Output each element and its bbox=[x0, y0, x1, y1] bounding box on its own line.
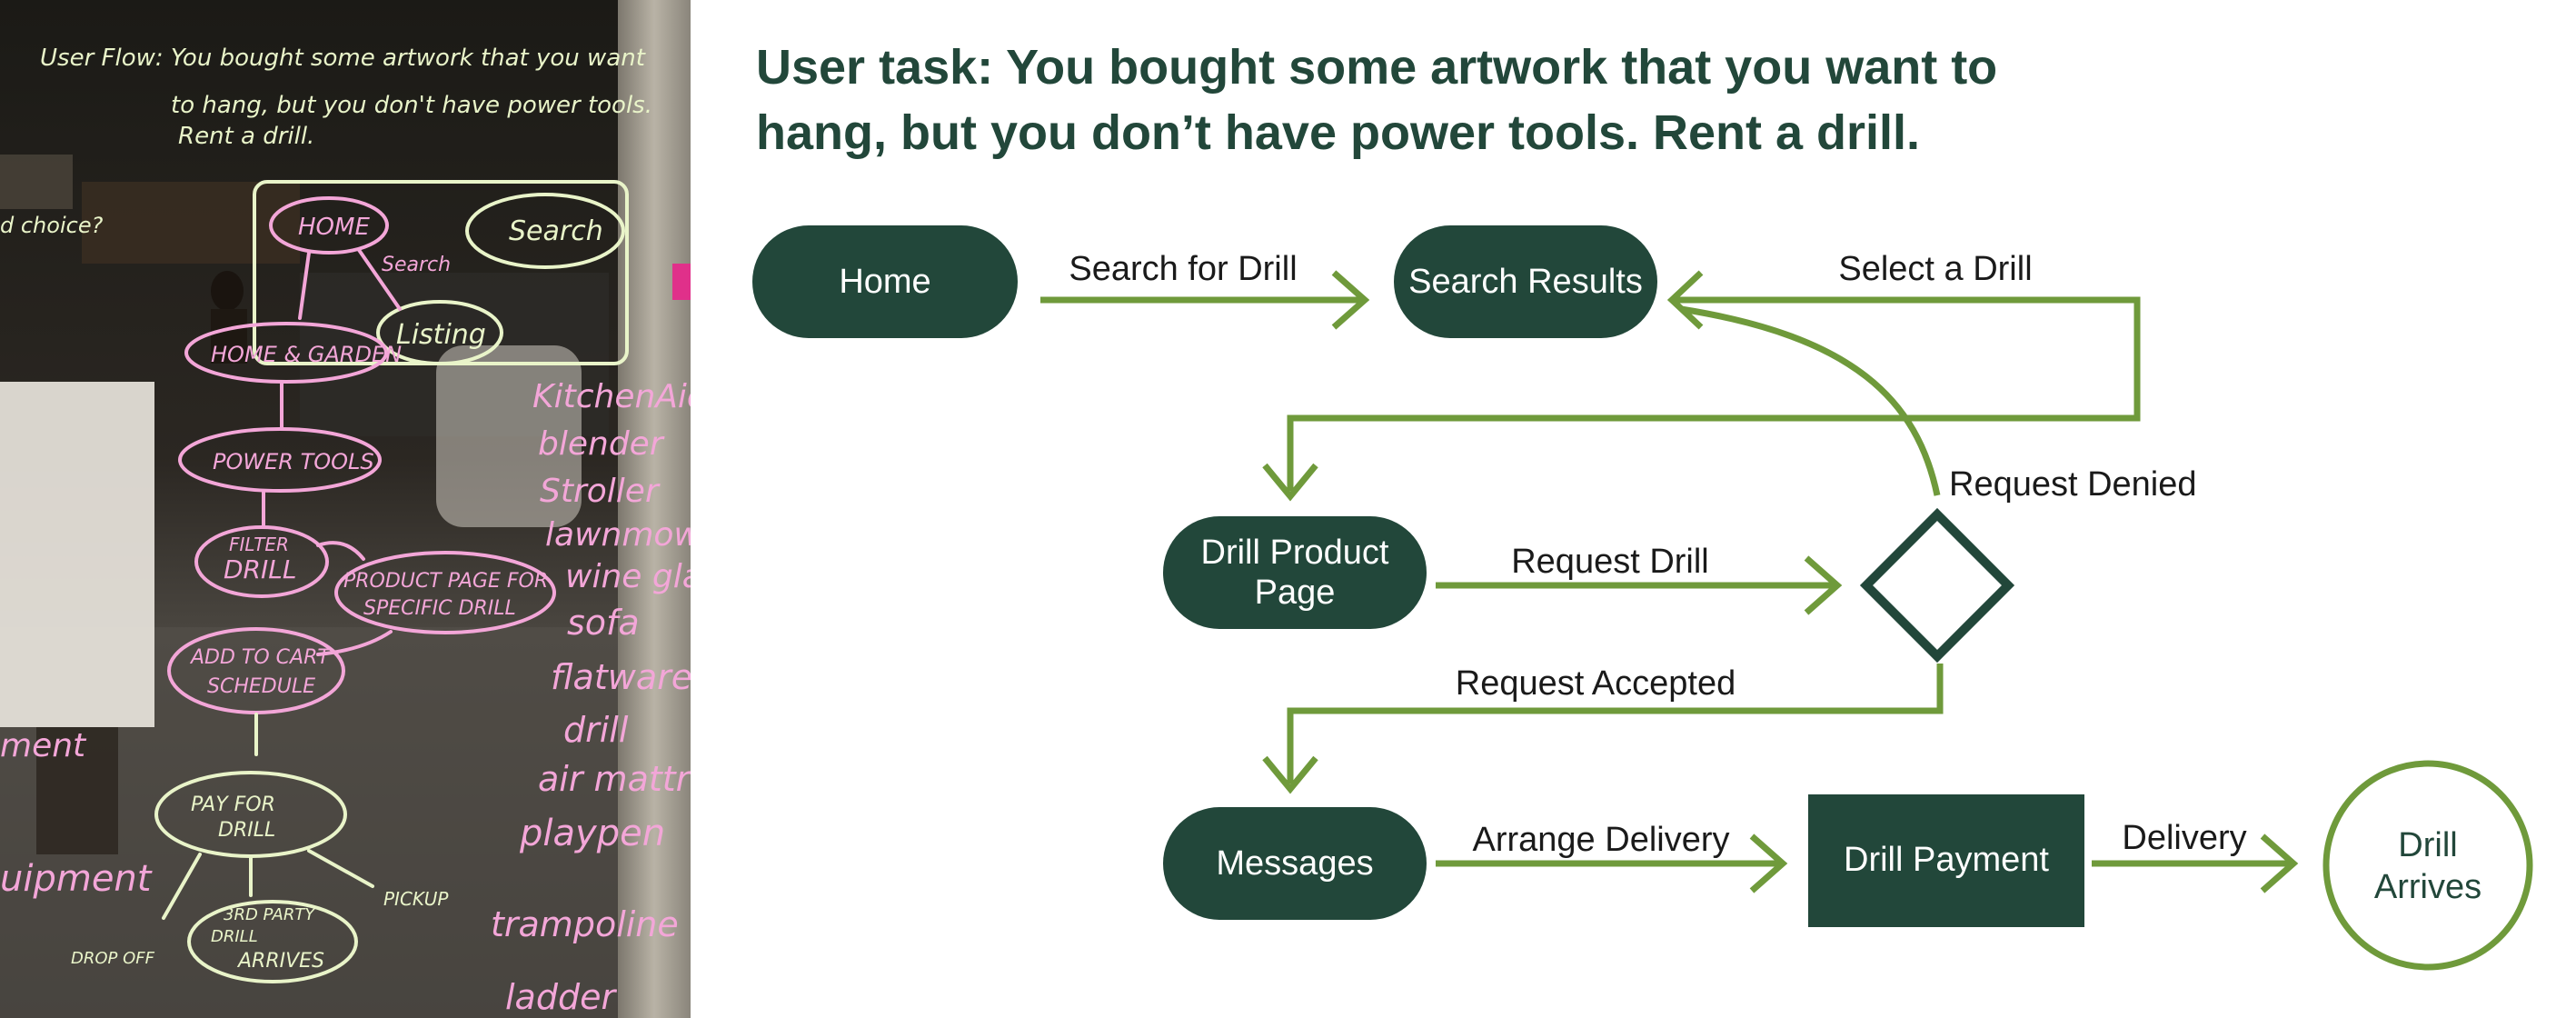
hand-power-tools: POWER TOOLS bbox=[213, 449, 374, 474]
hand-list-item: ladder bbox=[505, 977, 617, 1017]
hand-home: HOME bbox=[298, 214, 370, 241]
hand-third-1: 3RD PARTY bbox=[224, 905, 316, 924]
node-home-label: Home bbox=[839, 263, 930, 301]
arrowhead bbox=[1749, 833, 1788, 893]
hand-pay-2: DRILL bbox=[218, 819, 275, 842]
arrowhead bbox=[1331, 270, 1370, 330]
hand-list-item: sofa bbox=[567, 603, 640, 643]
hand-search-label: Search bbox=[382, 254, 451, 276]
edge-label-select-a-drill: Select a Drill bbox=[1838, 250, 2032, 288]
hand-list-item: wine glass bbox=[565, 558, 691, 595]
node-drill-arrives bbox=[2322, 760, 2533, 971]
node-home bbox=[752, 225, 1018, 338]
node-drill-payment-label: Drill Payment bbox=[1844, 841, 2049, 879]
hand-list-item: KitchenAid bbox=[532, 378, 691, 415]
node-search-results bbox=[1394, 225, 1657, 338]
node-drill-arrives-label-1: Drill bbox=[2398, 826, 2457, 864]
edge-label-request-accepted: Request Accepted bbox=[1456, 664, 1736, 703]
hand-pickup: PICKUP bbox=[383, 888, 449, 910]
node-decision-diamond bbox=[1859, 507, 2015, 664]
edge-label-delivery: Delivery bbox=[2122, 819, 2246, 857]
node-drill-payment bbox=[1808, 794, 2084, 927]
hand-add-cart-2: SCHEDULE bbox=[207, 675, 315, 698]
hand-search: Search bbox=[509, 215, 603, 247]
hand-list-item: trampoline bbox=[491, 904, 679, 944]
whiteboard-photo: User Flow: You bought some artwork that … bbox=[0, 0, 691, 1018]
hand-header-3: Rent a drill. bbox=[178, 123, 314, 150]
hand-left-fragment: d choice? bbox=[0, 213, 104, 238]
hand-home-garden: HOME & GARDEN bbox=[211, 342, 402, 367]
hand-product-page-2: SPECIFIC DRILL bbox=[363, 597, 516, 620]
page-title: User task: You bought some artwork that … bbox=[756, 35, 2482, 165]
node-drill-product-page bbox=[1163, 516, 1427, 629]
hand-left-word-2: uipment bbox=[0, 858, 153, 900]
hand-header-2: to hang, but you don't have power tools. bbox=[171, 92, 652, 119]
hand-list-item: playpen bbox=[519, 813, 665, 854]
arrowhead bbox=[1262, 755, 1318, 794]
edge-label-request-denied: Request Denied bbox=[1949, 465, 2197, 504]
hand-list-item: air mattress bbox=[538, 759, 691, 799]
hand-listing: Listing bbox=[396, 319, 486, 351]
hand-left-word-1: ment bbox=[0, 727, 87, 764]
hand-filter: FILTER bbox=[229, 534, 289, 555]
edge-select-a-drill bbox=[1287, 296, 2141, 491]
arrowhead bbox=[2260, 833, 2299, 893]
edge-request-accepted bbox=[1287, 664, 1944, 783]
hand-pay-1: PAY FOR bbox=[191, 793, 275, 816]
edge-label-request-drill: Request Drill bbox=[1511, 543, 1709, 581]
hand-drop-off: DROP OFF bbox=[71, 949, 155, 968]
title-line-2: hang, but you don’t have power tools. Re… bbox=[756, 105, 1921, 160]
hand-list-item: lawnmower bbox=[545, 516, 691, 554]
node-messages bbox=[1163, 807, 1427, 920]
edge-request-denied bbox=[1680, 305, 1941, 496]
hand-header-1: User Flow: You bought some artwork that … bbox=[40, 45, 646, 72]
hand-third-3: ARRIVES bbox=[236, 950, 324, 973]
edge-label-arrange-delivery: Arrange Delivery bbox=[1473, 821, 1730, 859]
hand-add-cart-1: ADD TO CART bbox=[189, 646, 331, 669]
node-drill-arrives-label-2: Arrives bbox=[2374, 868, 2482, 906]
hand-third-2: DRILL bbox=[211, 927, 258, 946]
edge-label-search-for-drill: Search for Drill bbox=[1069, 250, 1297, 288]
title-line-1: User task: You bought some artwork that … bbox=[756, 40, 1998, 95]
node-search-results-label: Search Results bbox=[1408, 263, 1643, 301]
hand-list: KitchenAid blender Stroller lawnmower wi… bbox=[491, 378, 691, 1017]
hand-product-page-1: PRODUCT PAGE FOR bbox=[343, 570, 548, 593]
hand-list-item: drill bbox=[563, 710, 629, 750]
node-messages-label: Messages bbox=[1216, 844, 1373, 883]
arrowhead bbox=[1666, 270, 1704, 330]
arrowhead bbox=[1804, 555, 1843, 615]
hand-list-item: flatware bbox=[551, 657, 691, 697]
hand-drill: DRILL bbox=[224, 554, 296, 584]
hand-list-item: Stroller bbox=[540, 473, 661, 510]
arrowhead bbox=[1262, 463, 1318, 502]
hand-list-item: blender bbox=[538, 425, 665, 463]
node-drill-product-page-label-2: Page bbox=[1255, 574, 1336, 612]
node-drill-product-page-label-1: Drill Product bbox=[1201, 534, 1389, 572]
